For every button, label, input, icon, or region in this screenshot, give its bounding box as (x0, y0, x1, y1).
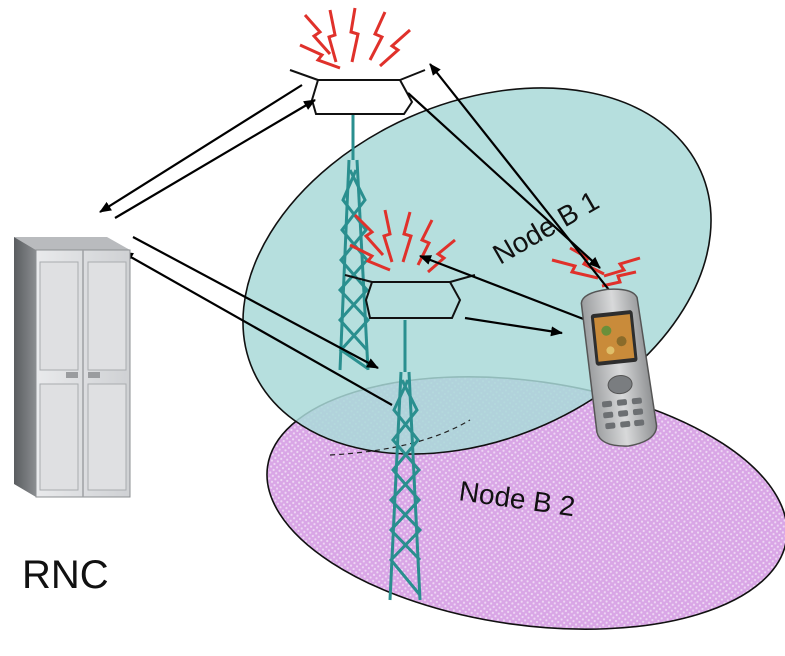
signal-arrows (99, 63, 618, 406)
signal-icon (299, 7, 411, 70)
signal-icon (349, 209, 456, 274)
rnc-label: RNC (22, 553, 109, 597)
server-rack-icon (14, 237, 131, 498)
cell-overlap-boundary (329, 419, 471, 456)
antenna-tower-icon (388, 320, 423, 601)
node-b1-antenna-head (289, 69, 426, 115)
mobile-phone-icon (580, 288, 658, 447)
antenna-tower-icon (337, 115, 371, 371)
